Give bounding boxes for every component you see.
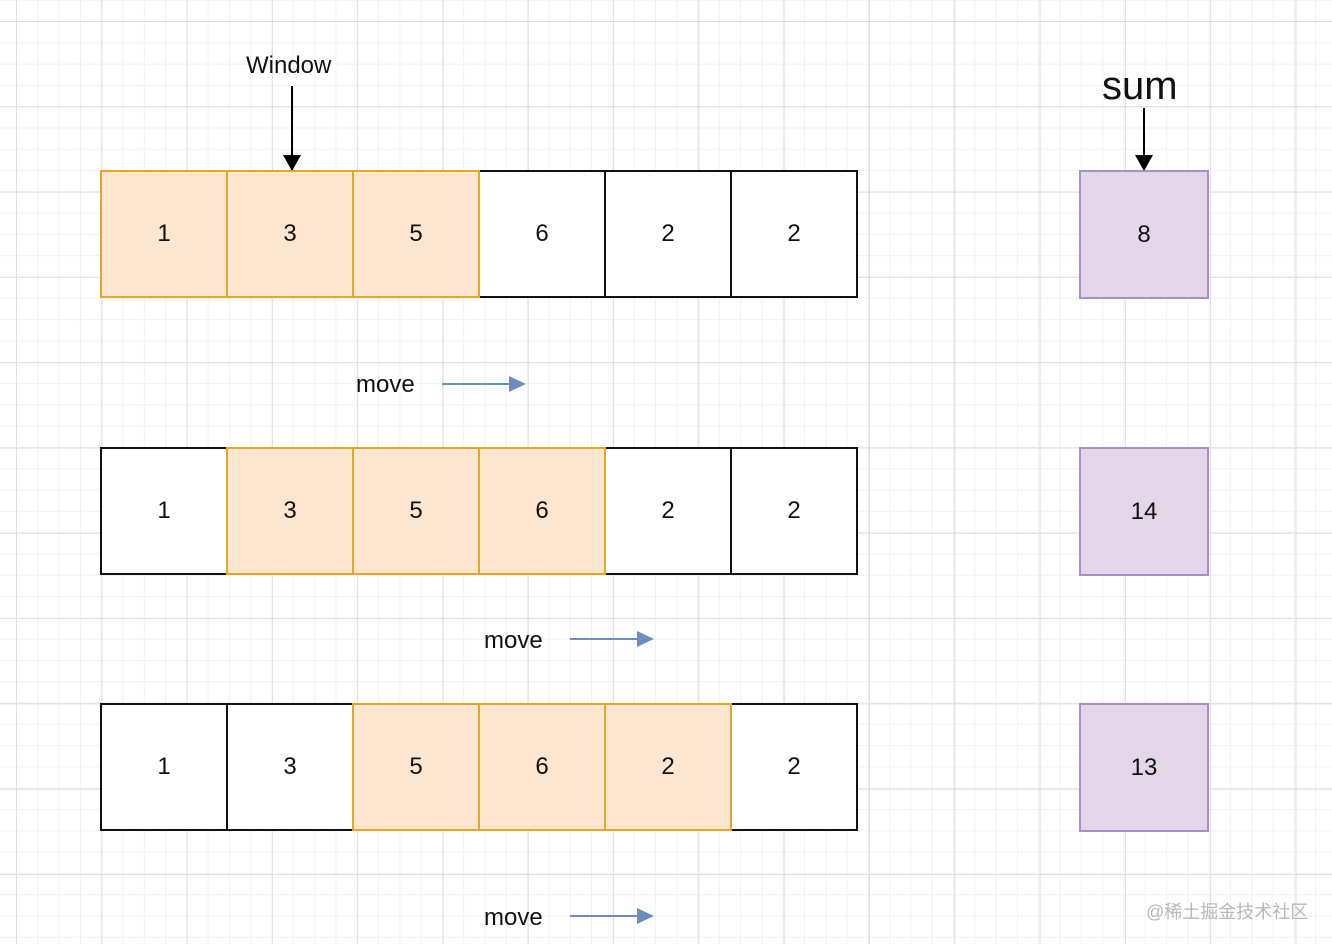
watermark: @稀土掘金技术社区 [1146, 902, 1309, 922]
sum-pointer-arrow [1135, 108, 1153, 171]
array-cell: 5 [352, 703, 480, 831]
array-row-2: 1 3 5 6 2 2 [100, 447, 858, 575]
array-cell: 6 [478, 447, 606, 575]
array-cell: 2 [730, 170, 858, 298]
array-row-1: 1 3 5 6 2 2 [100, 170, 858, 298]
array-cell: 2 [604, 703, 732, 831]
sum-box-3: 13 [1079, 703, 1209, 832]
sum-label: sum [1102, 64, 1178, 108]
array-cell: 2 [604, 170, 732, 298]
sum-box-2: 14 [1079, 447, 1209, 576]
array-cell: 2 [604, 447, 732, 575]
array-cell: 1 [100, 170, 228, 298]
array-cell: 2 [730, 447, 858, 575]
array-row-3: 1 3 5 6 2 2 [100, 703, 858, 831]
move-arrow-1 [442, 376, 526, 392]
move-label-1: move [356, 371, 415, 398]
window-label: Window [246, 52, 332, 79]
array-cell: 5 [352, 447, 480, 575]
array-cell: 1 [100, 703, 228, 831]
array-cell: 6 [478, 170, 606, 298]
array-cell: 5 [352, 170, 480, 298]
move-label-3: move [484, 904, 543, 931]
sum-box-1: 8 [1079, 170, 1209, 299]
array-cell: 1 [100, 447, 228, 575]
array-cell: 3 [226, 703, 354, 831]
array-cell: 2 [730, 703, 858, 831]
array-cell: 3 [226, 170, 354, 298]
window-pointer-arrow [283, 86, 301, 171]
move-arrow-3 [570, 908, 654, 924]
move-arrow-2 [570, 631, 654, 647]
move-label-2: move [484, 627, 543, 654]
array-cell: 3 [226, 447, 354, 575]
array-cell: 6 [478, 703, 606, 831]
